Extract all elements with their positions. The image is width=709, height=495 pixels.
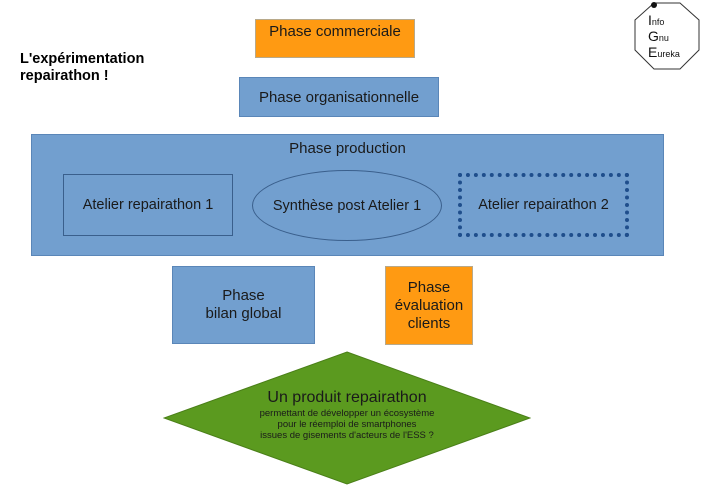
outcome-title: Un produit repairathon bbox=[267, 389, 427, 406]
phase-bilan-box: Phase bilan global bbox=[172, 266, 315, 344]
outcome-diamond bbox=[163, 351, 531, 485]
phase-commerciale-box: Phase commerciale bbox=[255, 19, 415, 58]
outcome-subtitle: permettant de développer un écosystème p… bbox=[259, 408, 435, 441]
atelier-repairathon-1-box: Atelier repairathon 1 bbox=[63, 174, 233, 236]
atelier-repairathon-2-box: Atelier repairathon 2 bbox=[458, 173, 629, 237]
phase-organisationnelle-box: Phase organisationnelle bbox=[239, 77, 439, 117]
synthese-ellipse: Synthèse post Atelier 1 bbox=[252, 170, 442, 241]
phase-evaluation-box: Phase évaluation clients bbox=[385, 266, 473, 345]
page-title: L'expérimentation repairathon ! bbox=[20, 51, 145, 84]
logo-text: Info Gnu Eureka bbox=[648, 12, 680, 60]
phase-production-label: Phase production bbox=[289, 140, 406, 157]
outcome-text: Un produit repairathon permettant de dév… bbox=[163, 388, 531, 441]
info-gnu-eureka-logo bbox=[634, 2, 700, 70]
